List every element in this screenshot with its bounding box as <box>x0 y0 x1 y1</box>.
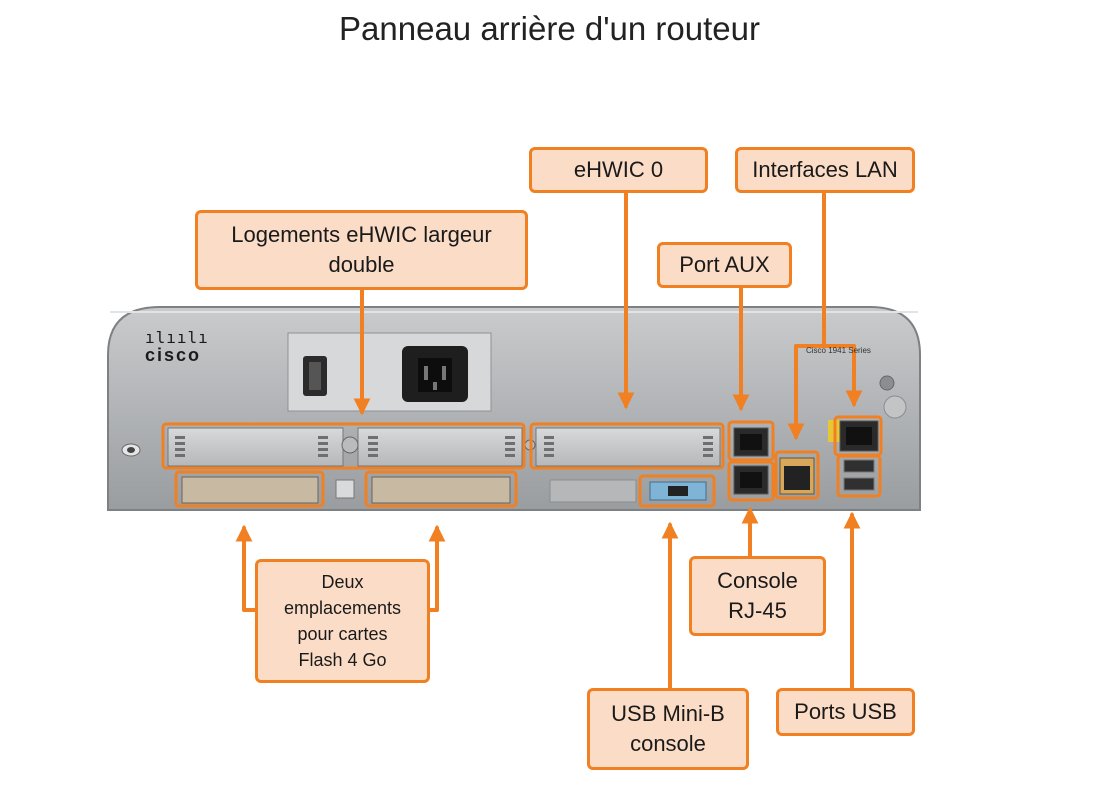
highlight-flash-0 <box>174 470 325 508</box>
usb-port-1 <box>843 477 875 491</box>
callout-ehwic-slots: Logements eHWIC largeur double <box>195 210 528 290</box>
highlight-usb-mini-b <box>638 474 716 508</box>
cisco-logo-wordmark: cisco <box>145 345 202 365</box>
cisco-logo: ılıılı cisco <box>145 328 209 366</box>
lan-port-0 <box>784 466 810 490</box>
model-series-label: Cisco 1941 Series <box>806 346 871 355</box>
highlight-ehwic-double <box>161 422 526 470</box>
callout-flash-slots: Deux emplacements pour cartes Flash 4 Go <box>255 559 430 683</box>
callout-usb-ports: Ports USB <box>776 688 915 736</box>
callout-aux-port: Port AUX <box>657 242 792 288</box>
callout-lan-interfaces: Interfaces LAN <box>735 147 915 193</box>
flash-slot-1 <box>371 476 511 504</box>
highlight-console <box>727 460 775 502</box>
leader-flash <box>235 524 258 612</box>
ehwic-card-right <box>357 427 523 467</box>
aux-port <box>733 427 769 457</box>
leader-flash-b <box>428 524 446 612</box>
cisco-logo-bars-icon: ılıılı <box>145 328 209 347</box>
highlight-usb <box>836 454 882 498</box>
ehwic-card-left <box>167 427 344 467</box>
highlight-lan0 <box>774 450 820 500</box>
highlight-ehwic0 <box>529 422 725 470</box>
callout-ehwic0: eHWIC 0 <box>529 147 708 193</box>
callout-console-rj45: Console RJ-45 <box>689 556 826 636</box>
usb-port-0 <box>843 459 875 473</box>
callout-usb-mini-b: USB Mini-B console <box>587 688 749 770</box>
leader-lan-b <box>822 344 863 408</box>
highlight-flash-1 <box>364 470 518 508</box>
highlight-aux <box>727 420 775 462</box>
ehwic0-card <box>535 427 721 467</box>
flash-slot-0 <box>181 476 319 504</box>
diagram-title: Panneau arrière d'un routeur <box>339 10 760 47</box>
leader-lan <box>787 191 826 441</box>
